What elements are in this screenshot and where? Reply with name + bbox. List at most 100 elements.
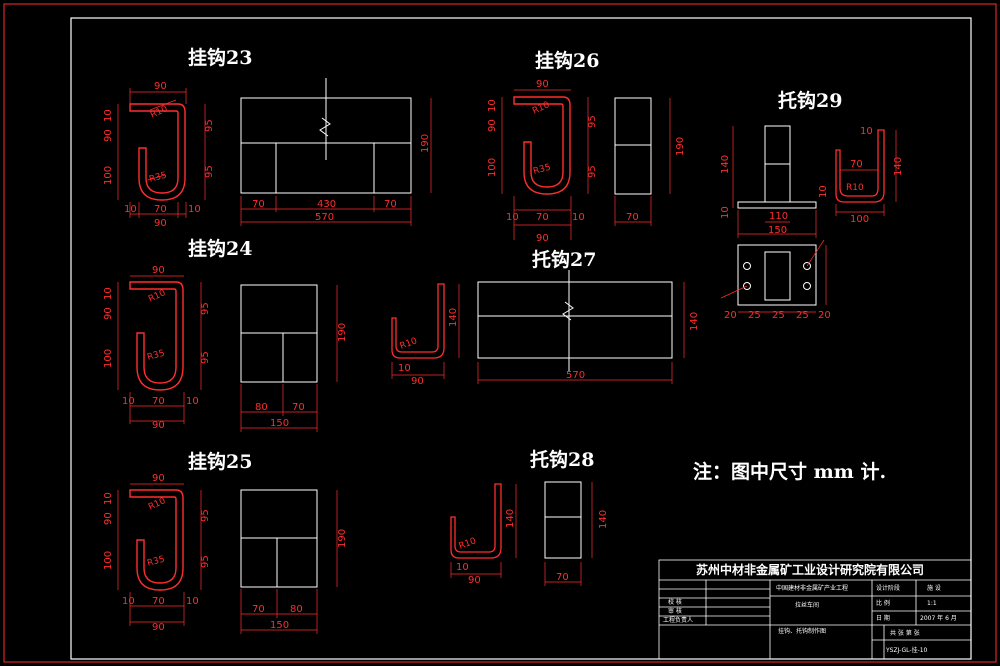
bracket-27-dim-90: 90 bbox=[411, 376, 424, 387]
dimension-note: 注：图中尺寸 mm 计. bbox=[693, 460, 886, 483]
hook-23-dim-right-95a: 95 bbox=[204, 119, 215, 132]
hook-24-dim-b70: 70 bbox=[152, 396, 165, 407]
bracket-29-plan-25a: 25 bbox=[748, 310, 761, 321]
bracket-29-title: 托钩29 bbox=[778, 89, 842, 112]
bracket-29-side-10b: 10 bbox=[818, 185, 829, 198]
hook-24-dim-l100: 100 bbox=[103, 349, 114, 368]
bracket-27-dim-140: 140 bbox=[448, 308, 459, 327]
hook-25-profile bbox=[129, 489, 184, 591]
hook-25-front-80: 80 bbox=[290, 604, 303, 615]
hook-26-dim-b10b: 10 bbox=[572, 212, 585, 223]
hook-25-dim-r95b: 95 bbox=[200, 555, 211, 568]
hook-25-dim-l10: 10 bbox=[103, 492, 114, 505]
hook-23-dim-b70: 70 bbox=[154, 204, 167, 215]
hook-23-dim-b90: 90 bbox=[154, 218, 167, 229]
hook-24-front-80: 80 bbox=[255, 402, 268, 413]
hook-25-front-70: 70 bbox=[252, 604, 265, 615]
bracket-27-front-570: 570 bbox=[566, 370, 585, 381]
hook-25-front-190: 190 bbox=[337, 529, 348, 548]
bracket-28-dim-90: 90 bbox=[468, 575, 481, 586]
hook-24-front-70: 70 bbox=[292, 402, 305, 413]
hook-26-dim-l100: 100 bbox=[487, 158, 498, 177]
hook-26-dim-l90: 90 bbox=[487, 119, 498, 132]
bracket-29-dim-150: 150 bbox=[768, 225, 787, 236]
hook-23-front-190: 190 bbox=[420, 134, 431, 153]
hook-24-front-150: 150 bbox=[270, 418, 289, 429]
drawing-name: 挂钩、托钩制作图 bbox=[778, 627, 826, 635]
hook-23-front-570: 570 bbox=[315, 212, 334, 223]
bracket-29-plan-20a: 20 bbox=[724, 310, 737, 321]
bracket-28-front-70: 70 bbox=[556, 572, 569, 583]
review-label: 审 核 bbox=[668, 607, 682, 615]
hook-23-front-430: 430 bbox=[317, 199, 336, 210]
bracket-27: 托钩27 140 R10 10 90 140 570 bbox=[391, 248, 700, 387]
stage-value: 施 设 bbox=[927, 584, 941, 592]
sheet-label: 共 张 第 张 bbox=[890, 629, 920, 637]
bracket-28-title: 托钩28 bbox=[530, 448, 594, 471]
bracket-27-profile bbox=[391, 283, 445, 359]
hook-25-dim-l90: 90 bbox=[103, 512, 114, 525]
hook-24-dim-b90: 90 bbox=[152, 420, 165, 431]
hook-25-r35: R35 bbox=[146, 555, 166, 569]
hook-25-title: 挂钩25 bbox=[188, 450, 252, 473]
hook-26-dim-b90: 90 bbox=[536, 233, 549, 244]
hook-25: 挂钩25 90 10 90 100 95 95 R10 R35 10 70 10… bbox=[103, 450, 348, 634]
hook-23-front-70a: 70 bbox=[252, 199, 265, 210]
bracket-29-plan-20b: 20 bbox=[818, 310, 831, 321]
scale-value: 1:1 bbox=[927, 600, 937, 607]
hook-23-r35: R35 bbox=[148, 171, 168, 185]
stage-label: 设计阶段 bbox=[876, 584, 900, 592]
bracket-29-dim-10: 10 bbox=[720, 206, 731, 219]
hook-26-dim-b70: 70 bbox=[536, 212, 549, 223]
hook-23-front-70b: 70 bbox=[384, 199, 397, 210]
hook-25-dim-b10b: 10 bbox=[186, 596, 199, 607]
hook-24-profile bbox=[129, 281, 184, 391]
project-name: 中国建材非金属矿产业工程 bbox=[776, 584, 848, 592]
hook-23-dim-left-10: 10 bbox=[103, 109, 114, 122]
hook-24-title: 挂钩24 bbox=[188, 237, 252, 260]
hook-26-dim-l10: 10 bbox=[487, 99, 498, 112]
hook-26-dim-r95a: 95 bbox=[587, 115, 598, 128]
hook-23-title: 挂钩23 bbox=[188, 46, 252, 69]
hook-26-dim-b10a: 10 bbox=[506, 212, 519, 223]
drawing-number: YSZJ-GL-挂-10 bbox=[885, 646, 928, 654]
hook-23: 挂钩23 90 10 90 100 95 95 R10 R35 10 70 10… bbox=[103, 46, 432, 229]
hook-23-dim-b10a: 10 bbox=[124, 204, 137, 215]
bracket-27-front-140: 140 bbox=[689, 312, 700, 331]
date-value: 2007 年 6 月 bbox=[920, 614, 957, 622]
bracket-28-dim-140: 140 bbox=[505, 509, 516, 528]
hook-25-front-150: 150 bbox=[270, 620, 289, 631]
hook-24-dim-r95b: 95 bbox=[200, 351, 211, 364]
hook-24: 挂钩24 90 10 90 100 95 95 R10 R35 10 70 10… bbox=[103, 237, 348, 432]
hook-23-dim-top: 90 bbox=[154, 81, 167, 92]
hook-23-profile bbox=[129, 103, 186, 201]
hook-24-dim-l90: 90 bbox=[103, 307, 114, 320]
outer-frame bbox=[3, 3, 997, 663]
hook-26-r35: R35 bbox=[532, 163, 552, 177]
hook-23-dim-left-100: 100 bbox=[103, 166, 114, 185]
bracket-29-side-140: 140 bbox=[893, 157, 904, 176]
bracket-29-dim-110: 110 bbox=[769, 211, 788, 222]
bracket-29-dim-140: 140 bbox=[720, 155, 731, 174]
hook-23-dim-left-90: 90 bbox=[103, 129, 114, 142]
bracket-29-side-70: 70 bbox=[850, 159, 863, 170]
hook-24-dim-b10a: 10 bbox=[122, 396, 135, 407]
hook-25-dim-l100: 100 bbox=[103, 551, 114, 570]
hook-26-dim-top: 90 bbox=[536, 79, 549, 90]
bracket-29-plan-25b: 25 bbox=[772, 310, 785, 321]
designer-label: 工程负责人 bbox=[663, 616, 693, 624]
hook-23-dim-b10b: 10 bbox=[188, 204, 201, 215]
hook-25-dim-r95a: 95 bbox=[200, 509, 211, 522]
hook-26-front-190: 190 bbox=[675, 137, 686, 156]
hook-26-front-70: 70 bbox=[626, 212, 639, 223]
hook-24-dim-top: 90 bbox=[152, 265, 165, 276]
hook-26-title: 挂钩26 bbox=[535, 49, 599, 72]
bracket-29-r10: R10 bbox=[846, 183, 864, 193]
company-name: 苏州中材非金属矿工业设计研究院有限公司 bbox=[696, 562, 924, 577]
subproject-name: 拉丝车间 bbox=[795, 601, 819, 609]
hook-26-dim-r95b: 95 bbox=[587, 165, 598, 178]
bracket-28-dim-10: 10 bbox=[456, 562, 469, 573]
hook-24-r35: R35 bbox=[146, 349, 166, 363]
hook-24-front-190: 190 bbox=[337, 323, 348, 342]
